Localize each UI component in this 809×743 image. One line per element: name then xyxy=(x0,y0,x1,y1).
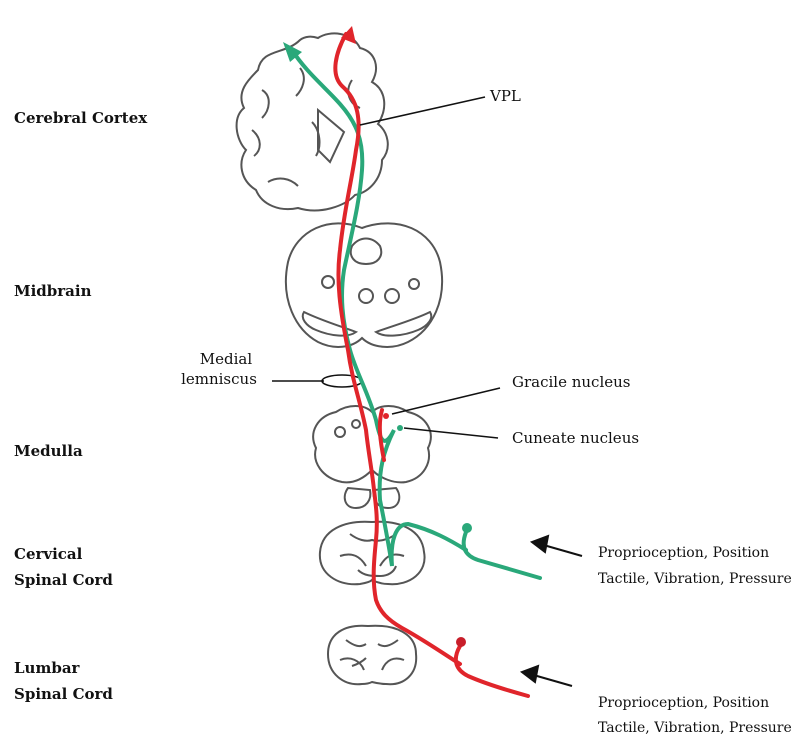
midbrain-outline xyxy=(286,223,442,347)
level-label-midbrain: Midbrain xyxy=(14,280,92,302)
medulla-outline xyxy=(313,406,431,508)
green-ganglion xyxy=(462,523,472,533)
lumbar-cord-outline xyxy=(328,626,416,684)
level-label-cervical: Cervical xyxy=(14,543,82,565)
cuneate-dot xyxy=(397,425,403,431)
level-label-lumbar: Lumbar xyxy=(14,657,79,679)
cerebral-cortex-outline xyxy=(237,33,388,210)
annotation-medial-lemniscus-line2: lemniscus xyxy=(166,370,272,388)
level-label-cerebral-cortex: Cerebral Cortex xyxy=(14,107,147,129)
modality-lumbar-line1: Proprioception, Position xyxy=(598,690,769,716)
modality-cervical-line1: Proprioception, Position xyxy=(598,540,769,566)
pointer-lines xyxy=(272,97,500,438)
input-arrows xyxy=(522,536,582,686)
annotation-cuneate-nucleus: Cuneate nucleus xyxy=(512,428,639,448)
gracile-dot xyxy=(383,413,389,419)
modality-lumbar-line2: Tactile, Vibration, Pressure xyxy=(598,715,792,741)
annotation-vpl: VPL xyxy=(490,86,521,106)
modality-cervical-line2: Tactile, Vibration, Pressure xyxy=(598,566,792,592)
annotation-gracile-nucleus: Gracile nucleus xyxy=(512,372,631,392)
red-pathway xyxy=(335,34,528,696)
green-pathway xyxy=(292,50,540,578)
annotation-medial-lemniscus-line1: Medial xyxy=(180,350,272,368)
level-label-cervical-spinal-cord: Spinal Cord xyxy=(14,569,113,591)
red-ganglion xyxy=(456,637,466,647)
level-label-medulla: Medulla xyxy=(14,440,83,462)
level-label-lumbar-spinal-cord: Spinal Cord xyxy=(14,683,113,705)
